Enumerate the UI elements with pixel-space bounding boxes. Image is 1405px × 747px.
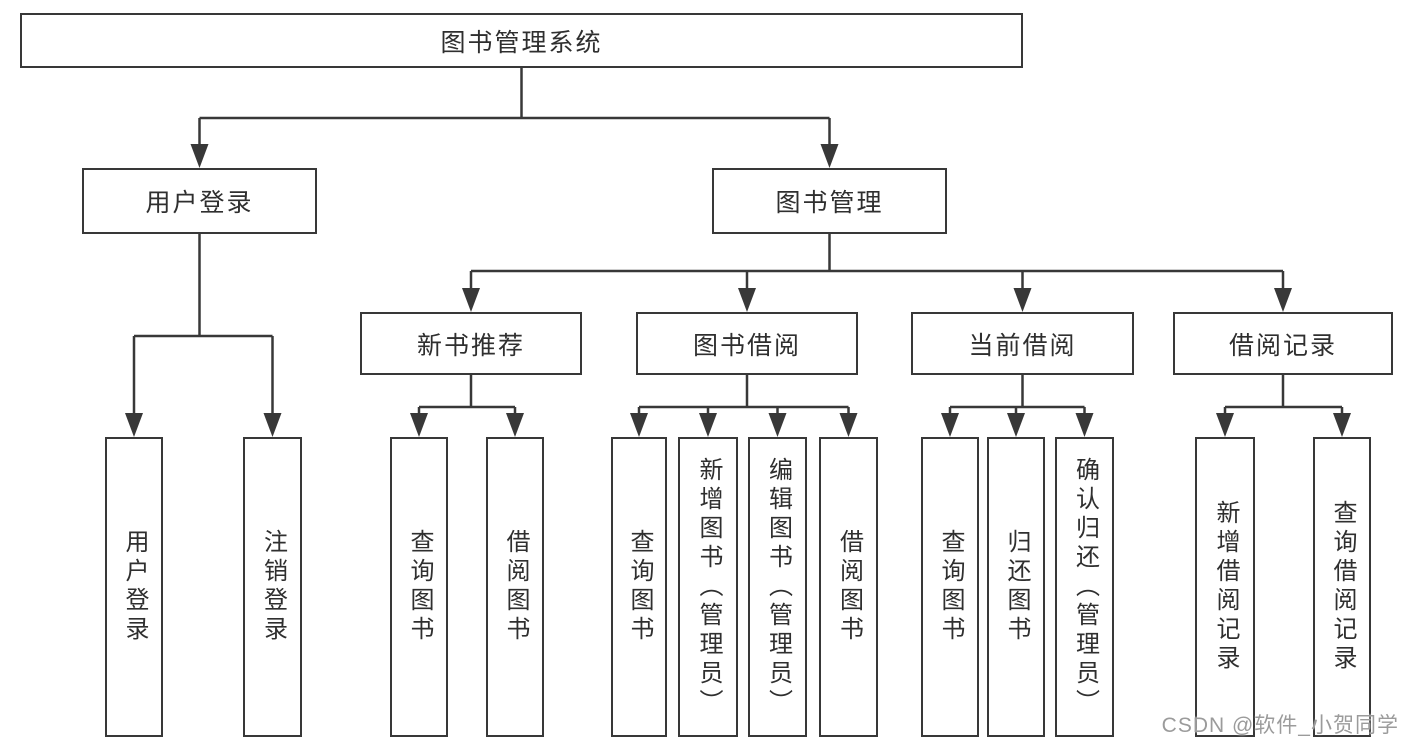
connector-borrow-records-children <box>1216 375 1351 437</box>
leaf-query-books-borrowing: 查询图书 <box>611 437 667 737</box>
leaf-query-books-current: 查询图书 <box>921 437 979 737</box>
leaf-add-books-admin: 新增图书（管理员） <box>678 437 738 737</box>
node-label: 查询图书 <box>937 529 964 645</box>
leaf-borrow-books: 借阅图书 <box>819 437 878 737</box>
node-label: 当前借阅 <box>968 331 1077 360</box>
leaf-borrow-books-recommend: 借阅图书 <box>486 437 544 737</box>
node-label: 借阅图书 <box>502 529 529 645</box>
node-label: 查询图书 <box>406 529 433 645</box>
node-label: 新增借阅记录 <box>1212 500 1239 674</box>
leaf-query-borrow-record: 查询借阅记录 <box>1313 437 1371 737</box>
node-label: 查询借阅记录 <box>1329 500 1356 674</box>
node-new-book-recommend: 新书推荐 <box>360 312 582 375</box>
connector-book-borrow-children <box>630 375 858 437</box>
leaf-return-books: 归还图书 <box>987 437 1045 737</box>
node-label: 借阅记录 <box>1228 331 1337 360</box>
connector-root-to-level2 <box>190 68 839 168</box>
leaf-confirm-return-admin: 确认归还（管理员） <box>1055 437 1114 737</box>
node-label: 用户登录 <box>145 189 254 217</box>
leaf-logout: 注销登录 <box>243 437 302 737</box>
node-label: 新书推荐 <box>416 331 525 360</box>
node-label: 确认归还（管理员） <box>1071 456 1099 718</box>
node-root-library-system: 图书管理系统 <box>20 13 1023 68</box>
csdn-watermark: CSDN @软件_小贺同学 <box>1161 714 1399 737</box>
leaf-edit-books-admin: 编辑图书（管理员） <box>748 437 807 737</box>
node-label: 新增图书（管理员） <box>695 456 722 718</box>
leaf-add-borrow-record: 新增借阅记录 <box>1195 437 1255 737</box>
node-label: 借阅图书 <box>835 529 863 645</box>
node-book-borrowing: 图书借阅 <box>636 312 858 375</box>
leaf-user-login: 用户登录 <box>105 437 163 737</box>
node-label: 注销登录 <box>259 529 287 645</box>
node-label: 查询图书 <box>626 529 653 645</box>
leaf-query-books-recommend: 查询图书 <box>390 437 448 737</box>
connector-book-mgmt-children <box>462 234 1292 312</box>
node-label: 归还图书 <box>1003 529 1030 645</box>
node-book-management: 图书管理 <box>712 168 947 234</box>
node-label: 图书管理 <box>775 189 884 217</box>
node-user-login: 用户登录 <box>82 168 317 234</box>
node-label: 用户登录 <box>121 529 148 645</box>
node-current-borrowing: 当前借阅 <box>911 312 1134 375</box>
connector-current-borrow-children <box>941 375 1094 437</box>
node-borrow-records: 借阅记录 <box>1173 312 1393 375</box>
connector-new-book-rec-children <box>410 375 524 437</box>
node-label: 图书管理系统 <box>440 28 603 57</box>
node-label: 图书借阅 <box>692 331 801 360</box>
connector-user-login-children <box>125 234 282 437</box>
node-label: 编辑图书（管理员） <box>764 456 792 718</box>
